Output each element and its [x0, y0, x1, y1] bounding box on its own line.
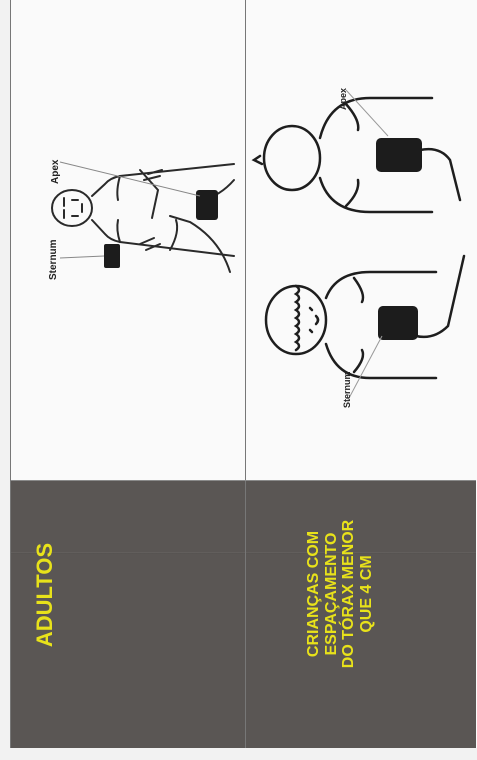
adult-pad-placement-illustration: Sternum Apex [20, 140, 250, 280]
sternum-pad [104, 244, 120, 268]
child-apex-pad [376, 138, 422, 172]
apex-pad [196, 190, 218, 220]
child-apex-label: Apex [338, 88, 348, 110]
child-sternum-label: Sternum [342, 371, 352, 408]
children-title-line-3: DO TÓRAX MENOR [340, 509, 358, 679]
left-edge [10, 0, 11, 748]
children-title-line-4: QUE 4 CM [358, 509, 376, 679]
fold-line [10, 552, 476, 554]
label-panel [10, 480, 476, 748]
child-sternum-illustration: Sternum [250, 250, 470, 410]
adult-apex-label: Apex [50, 159, 61, 184]
children-title-line-1: CRIANÇAS COM [305, 509, 323, 679]
column-divider [245, 0, 246, 748]
child-sternum-pad [378, 306, 418, 340]
children-title-line-2: ESPAÇAMENTO [323, 509, 341, 679]
row-divider [10, 480, 476, 481]
child-apex-illustration: Apex [250, 80, 470, 220]
adult-sternum-label: Sternum [48, 239, 59, 280]
adults-title: ADULTOS [33, 515, 63, 675]
children-title: CRIANÇAS COM ESPAÇAMENTO DO TÓRAX MENOR … [305, 509, 397, 679]
